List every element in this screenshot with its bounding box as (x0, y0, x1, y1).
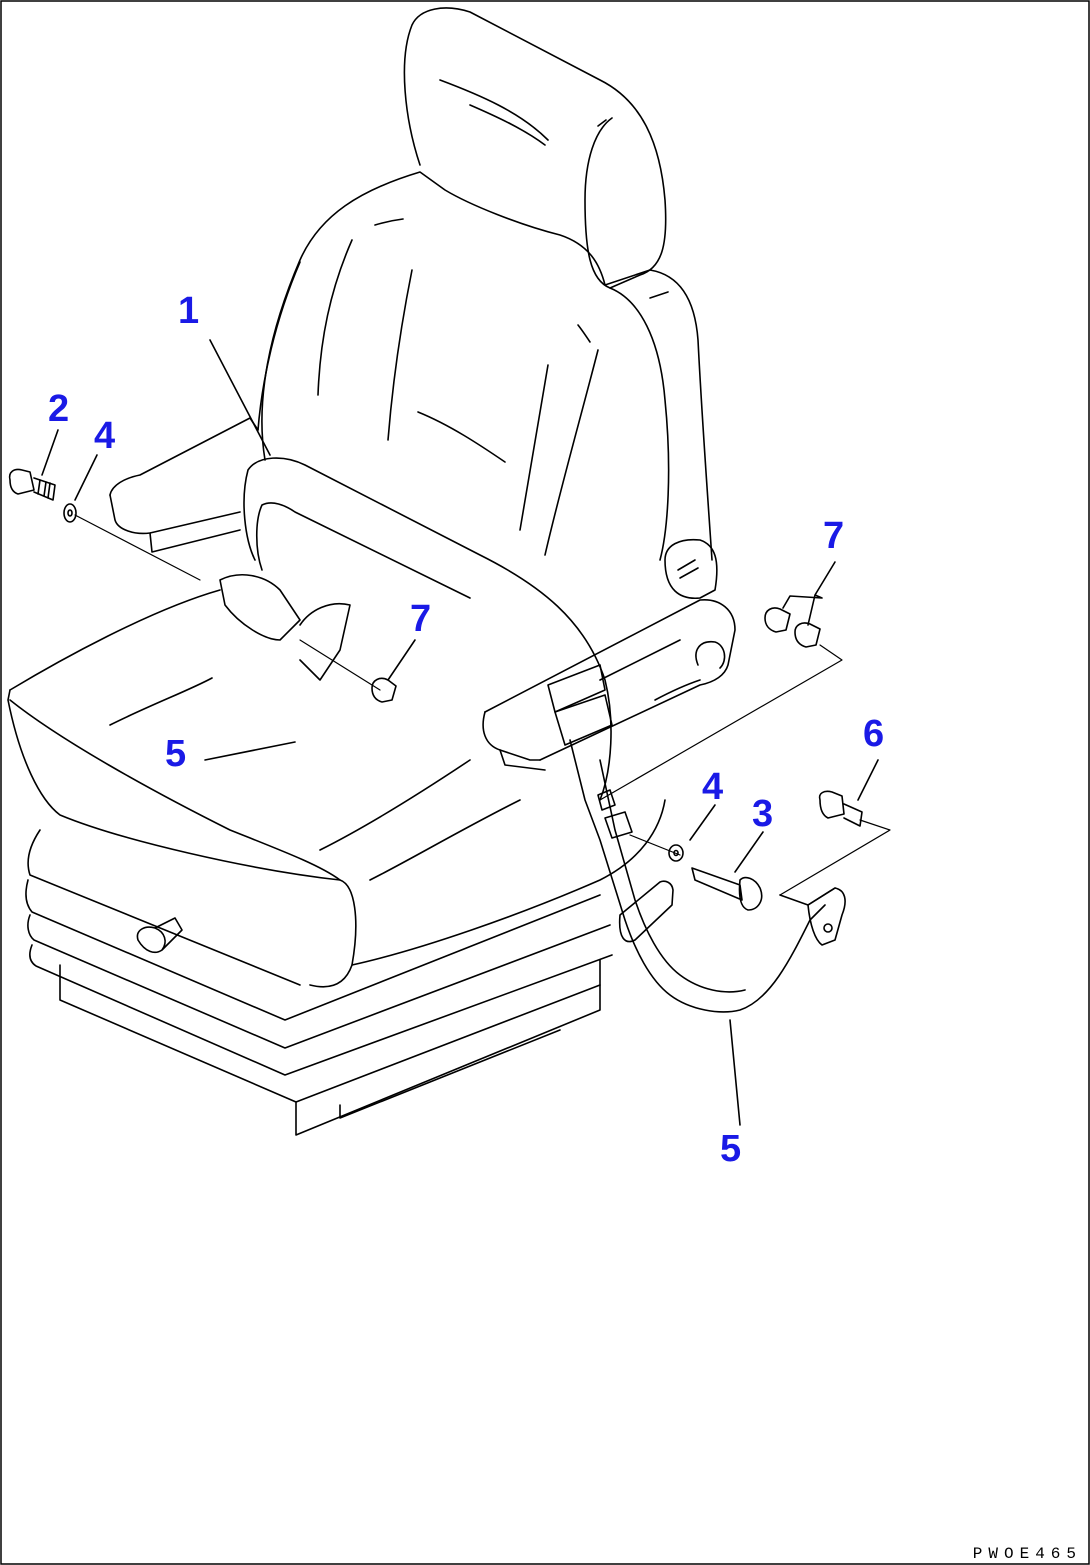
callout-5-left: 5 (165, 733, 187, 775)
callout-5-right: 5 (720, 1128, 742, 1170)
suspension-layer-3 (27, 914, 611, 1049)
left-buckle-strap (299, 603, 351, 681)
headrest-crease-1 (439, 79, 549, 141)
right-belt-strap-inner (599, 759, 746, 993)
seat-adjust-knob (136, 917, 183, 954)
right-armrest-crease (599, 639, 681, 681)
washer-4-right (668, 844, 684, 862)
nut-7-right-2 (794, 622, 821, 648)
callout-7-center: 7 (410, 598, 432, 640)
leader-7-center (387, 639, 416, 681)
right-belt-upper (547, 664, 606, 713)
callout-4-left: 4 (94, 415, 116, 457)
right-belt-anchor-bracket (779, 887, 836, 906)
right-armrest-cap (695, 640, 726, 669)
callout-3: 3 (752, 793, 774, 835)
seat-crease-2 (319, 759, 471, 851)
armrest-hinge (664, 538, 718, 600)
callout-2: 2 (48, 388, 70, 430)
callout-1: 1 (178, 290, 200, 332)
backrest-crease-8 (649, 291, 669, 299)
seat-cushion-side (351, 799, 666, 966)
right-belt-strap (569, 739, 826, 1013)
left-armrest-front (109, 494, 241, 535)
centerline-left (74, 514, 201, 581)
right-belt-latch (554, 694, 613, 746)
headrest-crease-2 (469, 104, 546, 146)
suspension-base-bottom (295, 984, 601, 1103)
left-armrest-top (109, 417, 259, 496)
leader-5-right (729, 1019, 741, 1126)
centerline-right-top (599, 644, 843, 801)
suspension-layer-2 (25, 879, 601, 1021)
bolt-2-thread (37, 479, 51, 499)
seat-crease-1 (109, 677, 213, 726)
bolt-3 (691, 867, 763, 911)
right-belt-slider (618, 880, 674, 943)
backrest-right-panel (609, 287, 670, 561)
right-belt-anchor (807, 887, 846, 946)
leader-2 (41, 429, 59, 476)
right-belt-anchor-hole (823, 923, 833, 933)
nut-7-center (371, 677, 397, 703)
backrest-crease-6 (577, 324, 591, 343)
leader-1 (209, 339, 271, 456)
right-armrest-crease-2 (654, 679, 701, 701)
leader-4-right (689, 804, 716, 841)
leader-6 (857, 759, 879, 801)
headrest-stitch (597, 119, 607, 127)
right-armrest-top (484, 599, 736, 761)
leader-4-left (74, 454, 98, 501)
leader-7-right (782, 561, 836, 626)
centerline-right-bottom (629, 819, 891, 896)
right-armrest-front (482, 711, 541, 761)
drawing-code: PWOE465 (972, 1545, 1082, 1563)
washer-4-left-hole (67, 509, 73, 517)
suspension-layer-1 (27, 829, 301, 986)
callout-4-right: 4 (702, 766, 724, 808)
suspension-base-slot (339, 1029, 561, 1119)
nut-7-right-1 (764, 607, 791, 633)
centerline-center (299, 639, 381, 691)
backrest-left-edge (257, 261, 301, 431)
suspension-layer-4 (29, 944, 613, 1076)
bolt-6 (818, 790, 863, 827)
backrest-crease-7 (374, 218, 404, 226)
headrest (403, 7, 667, 289)
backrest-crease-3 (519, 364, 549, 531)
backrest-crease-1 (317, 239, 353, 396)
backrest-crease-5 (417, 411, 506, 463)
armrest-hinge-detail (677, 559, 699, 579)
seat-crease-3 (369, 799, 521, 881)
right-armrest-bottom (499, 749, 546, 771)
leader-3 (734, 831, 764, 873)
right-belt-buckle (597, 789, 633, 839)
backrest-crease-4 (544, 349, 599, 556)
left-buckle-body (219, 574, 301, 641)
washer-4-left (63, 503, 77, 523)
callout-7-right: 7 (823, 515, 845, 557)
suspension-base-front (59, 959, 601, 1136)
belt-frame-inner (256, 502, 471, 599)
callout-6: 6 (863, 713, 885, 755)
leader-5-left (204, 741, 296, 761)
seat-cushion-top (9, 589, 221, 691)
backrest-crease-2 (387, 269, 413, 441)
backrest-outline (261, 171, 713, 561)
seat-line-art (7, 7, 891, 1136)
left-armrest-bottom (149, 529, 241, 553)
seat-cushion-front (9, 699, 341, 881)
